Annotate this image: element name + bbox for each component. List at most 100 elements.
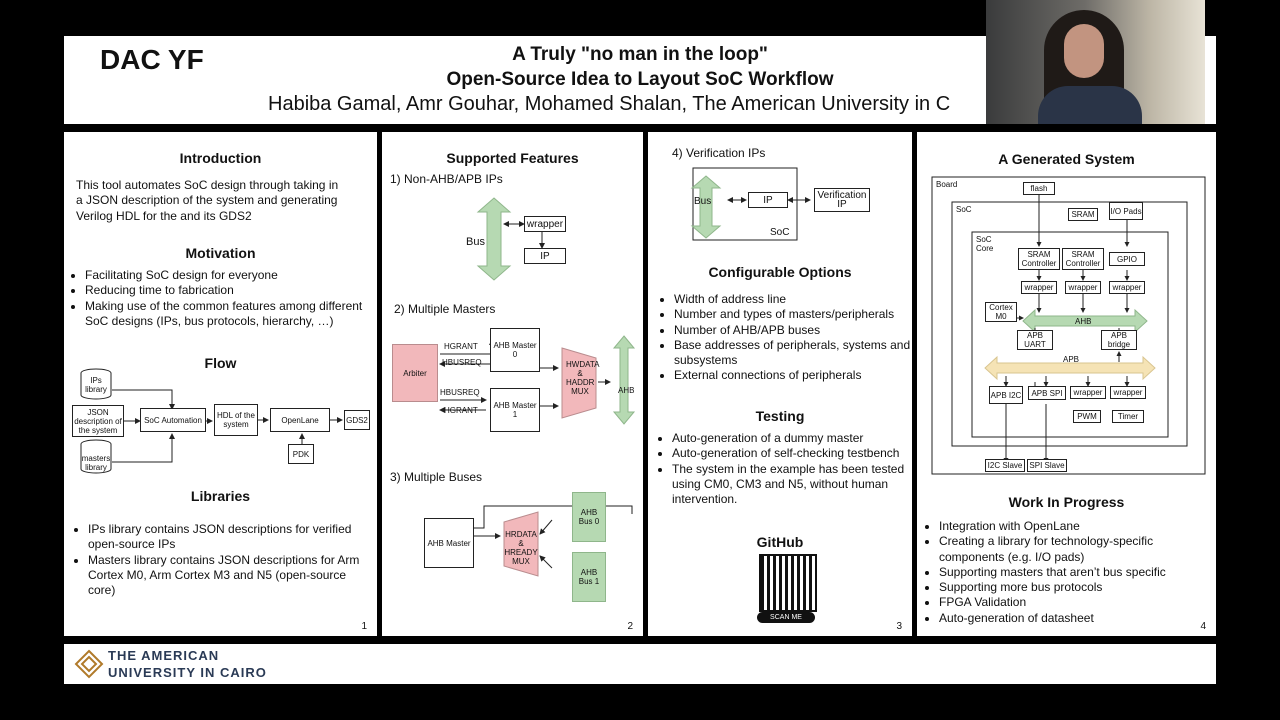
hbusreq-label: HBUSREQ bbox=[442, 358, 482, 367]
vip-soc-label: SoC bbox=[770, 227, 790, 238]
ips-library-cylinder: IPs library bbox=[85, 376, 107, 394]
list-item: Integration with OpenLane bbox=[939, 519, 1217, 534]
io-pads-box: I/O Pads bbox=[1109, 202, 1143, 220]
verification-ips-title: 4) Verification IPs bbox=[672, 146, 766, 160]
ahb-bus-1-box: AHB Bus 1 bbox=[572, 552, 606, 602]
pwm-box: PWM bbox=[1073, 410, 1101, 423]
wrapper-box: wrapper bbox=[1065, 281, 1101, 294]
wrapper-box: wrapper bbox=[524, 216, 566, 232]
poster-title-line1: A Truly "no man in the loop" bbox=[512, 44, 768, 65]
panel-configurable-options: 4) Verification IPs Bus IP Verification … bbox=[648, 132, 912, 636]
wrapper-box: wrapper bbox=[1021, 281, 1057, 294]
auc-name-line1: THE AMERICAN bbox=[108, 648, 220, 663]
apb-spi-box: APB SPI bbox=[1028, 386, 1066, 400]
vip-ip-box: IP bbox=[748, 192, 788, 208]
board-label: Board bbox=[936, 180, 958, 189]
hbusreq-label: HBUSREQ bbox=[440, 388, 480, 397]
github-title: GitHub bbox=[756, 534, 804, 550]
list-item: Auto-generation of self-checking testben… bbox=[672, 446, 916, 461]
wrapper-box: wrapper bbox=[1110, 386, 1146, 399]
ahb-master-box: AHB Master bbox=[424, 518, 474, 568]
list-item: Supporting masters that aren’t bus speci… bbox=[939, 565, 1217, 580]
apb-i2c-box: APB I2C bbox=[989, 386, 1023, 404]
ip-box: IP bbox=[524, 248, 566, 264]
section-multiple-buses: 3) Multiple Buses bbox=[390, 470, 483, 484]
wrapper-box: wrapper bbox=[1070, 386, 1106, 399]
generated-system-title: A Generated System bbox=[998, 151, 1135, 167]
gds2-box: GDS2 bbox=[344, 410, 370, 430]
poster-slide: DAC YF A Truly "no man in the loop" Open… bbox=[64, 36, 1216, 684]
hrdata-mux-label: HRDATA & HREADY MUX bbox=[504, 530, 538, 566]
motivation-list: Facilitating SoC design for everyone Red… bbox=[73, 268, 375, 329]
presenter-video bbox=[986, 0, 1205, 124]
section-non-ahb-ips: 1) Non-AHB/APB IPs bbox=[390, 172, 503, 186]
flow-title: Flow bbox=[204, 355, 237, 371]
poster-title-line2: Open-Source Idea to Layout SoC Workflow bbox=[446, 69, 834, 90]
list-item: Width of address line bbox=[674, 292, 914, 307]
work-in-progress-list: Integration with OpenLane Creating a lib… bbox=[927, 519, 1217, 626]
wrapper-box: wrapper bbox=[1109, 281, 1145, 294]
hgrant-label: HGRANT bbox=[444, 342, 478, 351]
hdl-box: HDL of the system bbox=[214, 404, 258, 436]
scan-me-badge: SCAN ME bbox=[757, 612, 815, 623]
list-item: External connections of peripherals bbox=[674, 368, 914, 383]
i2c-slave-box: I2C Slave bbox=[985, 459, 1025, 472]
dac-yf-badge: DAC YF bbox=[100, 44, 204, 75]
spi-slave-box: SPI Slave bbox=[1027, 459, 1067, 472]
page-number: 3 bbox=[896, 621, 902, 632]
list-item: Base addresses of peripherals, systems a… bbox=[674, 338, 914, 369]
list-item: Supporting more bus protocols bbox=[939, 580, 1217, 595]
auc-logo-icon bbox=[74, 649, 104, 679]
list-item: FPGA Validation bbox=[939, 595, 1217, 610]
list-item: Masters library contains JSON descriptio… bbox=[88, 553, 373, 599]
ahb-master-0-box: AHB Master 0 bbox=[490, 328, 540, 372]
list-item: IPs library contains JSON descriptions f… bbox=[88, 522, 373, 553]
apb-bridge-box: APB bridge bbox=[1101, 330, 1137, 350]
soc-core-label: SoC Core bbox=[976, 235, 994, 253]
work-in-progress-title: Work In Progress bbox=[1008, 494, 1125, 510]
vip-bus-label: Bus bbox=[694, 196, 712, 207]
testing-title: Testing bbox=[755, 408, 805, 424]
libraries-title: Libraries bbox=[190, 488, 251, 504]
section-multiple-masters: 2) Multiple Masters bbox=[394, 302, 496, 316]
features-diagrams bbox=[439, 197, 636, 577]
hgrant-label: HGRANT bbox=[444, 406, 478, 415]
flash-box: flash bbox=[1023, 182, 1055, 195]
ahb-master-1-box: AHB Master 1 bbox=[490, 388, 540, 432]
list-item: Creating a library for technology-specif… bbox=[939, 534, 1217, 565]
list-item: The system in the example has been teste… bbox=[672, 462, 916, 508]
github-qr-code[interactable] bbox=[759, 554, 817, 612]
list-item: Number and types of masters/peripherals bbox=[674, 307, 914, 322]
cortex-m0-box: Cortex M0 bbox=[985, 302, 1017, 322]
sram-controller-box: SRAM Controller bbox=[1018, 248, 1060, 270]
sram-box: SRAM bbox=[1068, 208, 1098, 221]
configurable-options-list: Width of address line Number and types o… bbox=[662, 292, 914, 384]
testing-list: Auto-generation of a dummy master Auto-g… bbox=[660, 431, 916, 507]
ahb-label: AHB bbox=[618, 386, 635, 395]
timer-box: Timer bbox=[1112, 410, 1144, 423]
bus-label: Bus bbox=[466, 236, 485, 248]
poster-footer: THE AMERICAN UNIVERSITY IN CAIRO bbox=[64, 644, 1216, 684]
verification-ip-box: Verification IP bbox=[814, 188, 870, 212]
list-item: Reducing time to fabrication bbox=[85, 283, 375, 298]
list-item: Number of AHB/APB buses bbox=[674, 323, 914, 338]
openlane-box: OpenLane bbox=[270, 408, 330, 432]
page-number: 2 bbox=[627, 621, 633, 632]
list-item: Facilitating SoC design for everyone bbox=[85, 268, 375, 283]
apb-label: APB bbox=[1063, 355, 1080, 364]
panel-generated-system: A Generated System bbox=[917, 132, 1216, 636]
configurable-options-title: Configurable Options bbox=[708, 264, 852, 280]
sram-controller-box: SRAM Controller bbox=[1062, 248, 1104, 270]
ahb-label: AHB bbox=[1075, 317, 1092, 326]
introduction-text: This tool automates SoC design through t… bbox=[76, 178, 339, 223]
auc-name-line2: UNIVERSITY IN CAIRO bbox=[108, 665, 267, 680]
supported-features-title: Supported Features bbox=[446, 150, 579, 166]
page-number: 4 bbox=[1200, 621, 1206, 632]
soc-label: SoC bbox=[956, 205, 972, 214]
libraries-list: IPs library contains JSON descriptions f… bbox=[76, 522, 373, 598]
motivation-title: Motivation bbox=[185, 245, 256, 261]
panel-supported-features: Supported Features 1) Non-AHB/APB IPs 2)… bbox=[382, 132, 643, 636]
pdk-box: PDK bbox=[288, 444, 314, 464]
arbiter-box: Arbiter bbox=[392, 344, 438, 402]
panel-introduction: Introduction This tool automates SoC des… bbox=[64, 132, 377, 636]
